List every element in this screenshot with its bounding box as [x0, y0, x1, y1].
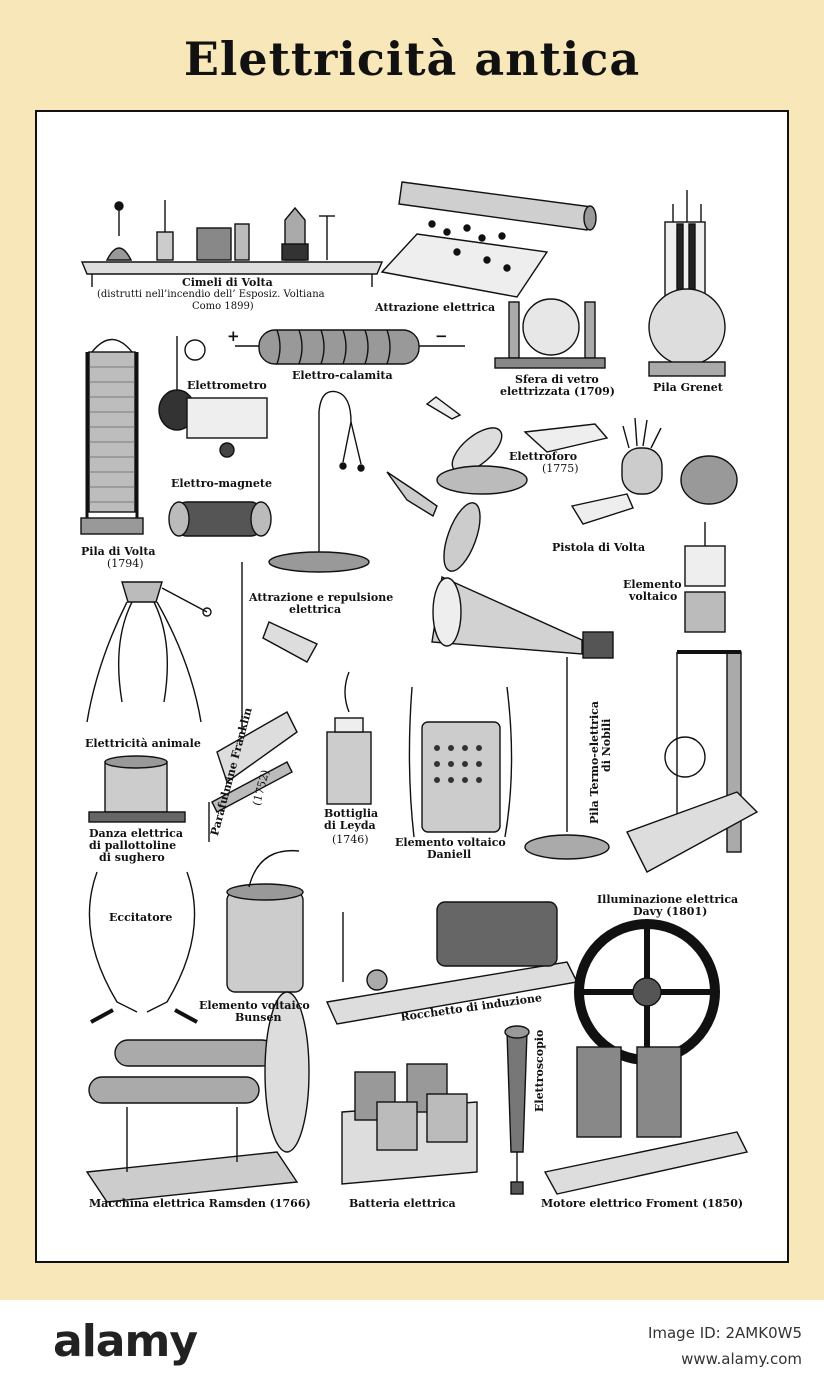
label-elettricita-animale: Elettricità animale: [85, 737, 201, 750]
label-attr-repulsione-2: elettrica: [289, 603, 342, 616]
pistola-di-volta-drawing: [570, 417, 738, 525]
label-sfera-2: elettrizzata (1709): [500, 385, 615, 398]
label-elemento-voltaico-2: voltaico: [629, 590, 678, 603]
illustration-frame: Cimeli di Volta (distrutti nell’incendio…: [35, 110, 789, 1263]
sfera-di-vetro-drawing: [494, 298, 606, 369]
label-plus: +: [227, 327, 240, 345]
rocchetto-drawing: [325, 901, 579, 1025]
label-bottiglia-2: di Leyda: [324, 819, 376, 832]
label-pila-volta-1: Pila di Volta: [81, 545, 156, 558]
elettro-magnete-drawing: [168, 501, 272, 537]
pila-termo-elettrica-drawing: [431, 502, 614, 860]
label-eccitatore: Eccitatore: [109, 911, 173, 924]
label-elettro-magnete: Elettro-magnete: [171, 477, 272, 490]
label-danza-3: di sughero: [99, 851, 165, 864]
label-bunsen-2: Bunsen: [235, 1011, 282, 1024]
attrazione-repulsione-drawing: [268, 390, 438, 573]
label-elettrometro: Elettrometro: [187, 379, 267, 392]
label-attrazione-elettrica: Attrazione elettrica: [375, 301, 496, 314]
illuminazione-davy-drawing: [626, 650, 759, 873]
label-elettro-calamita: Elettro-calamita: [292, 369, 393, 382]
label-cimeli-title: Cimeli di Volta: [182, 276, 273, 289]
elettroforo-drawing: [425, 396, 609, 495]
label-illuminazione-1: Illuminazione elettrica: [597, 893, 739, 906]
image-id-text: Image ID: 2AMK0W5 www.alamy.com: [648, 1320, 802, 1372]
label-daniell-1: Elemento voltaico: [395, 836, 506, 849]
label-pila-termo-2: di Nobili: [600, 718, 613, 772]
label-attr-repulsione-1: Attrazione e repulsione: [249, 591, 394, 604]
attrazione-elettrica-drawing: [380, 181, 597, 298]
label-danza-2: di pallottoline: [89, 839, 177, 852]
ramsden-drawing: [85, 991, 310, 1203]
elettro-calamita-drawing: [235, 329, 465, 365]
pila-di-volta-drawing: [80, 338, 144, 535]
elettrometro-drawing: [158, 336, 268, 458]
pila-grenet-drawing: [648, 190, 726, 377]
daniell-drawing: [408, 686, 513, 838]
cimeli-di-volta-drawing: [80, 200, 384, 287]
label-pistola-volta: Pistola di Volta: [552, 541, 646, 554]
label-daniell-2: Daniell: [427, 848, 472, 861]
label-batteria: Batteria elettrica: [349, 1197, 456, 1210]
eccitatore-drawing: [88, 871, 198, 1024]
bunsen-drawing: [226, 849, 304, 993]
label-illuminazione-2: Davy (1801): [633, 905, 708, 918]
elettricita-animale-drawing: [86, 581, 212, 723]
label-pila-grenet: Pila Grenet: [653, 381, 723, 394]
label-bottiglia-3: (1746): [332, 833, 369, 846]
site-url: www.alamy.com: [681, 1350, 802, 1368]
label-minus: −: [435, 327, 448, 345]
label-cimeli-sub1: (distrutti nell’incendio dell’ Esposiz. …: [97, 289, 325, 300]
page-title: Elettricità antica: [183, 32, 641, 86]
elemento-voltaico-drawing: [684, 522, 726, 633]
elettroscopio-drawing: [504, 1025, 530, 1195]
engraving-drawings: [80, 181, 759, 1203]
label-bunsen-1: Elemento voltaico: [199, 999, 310, 1012]
parafulmine-drawing: [208, 562, 298, 842]
label-pila-volta-2: (1794): [107, 557, 144, 570]
label-ramsden: Macchina elettrica Ramsden (1766): [89, 1197, 311, 1210]
label-sfera-1: Sfera di vetro: [515, 373, 599, 386]
label-bottiglia-1: Bottiglia: [324, 807, 379, 820]
motore-froment-drawing: [543, 919, 749, 1195]
label-cimeli-sub2: Como 1899): [192, 301, 254, 312]
label-elemento-voltaico-1: Elemento: [623, 578, 682, 591]
alamy-logo: alamy: [53, 1316, 198, 1367]
image-id: Image ID: 2AMK0W5: [647, 1324, 802, 1342]
label-danza-1: Danza elettrica: [89, 827, 184, 840]
danza-elettrica-drawing: [88, 755, 186, 823]
batteria-drawing: [341, 1063, 478, 1185]
label-froment: Motore elettrico Froment (1850): [541, 1197, 744, 1210]
bottiglia-leyda-drawing: [262, 621, 372, 805]
label-elettroforo-2: (1775): [542, 462, 579, 475]
label-elettroforo-1: Elettroforo: [509, 450, 578, 463]
label-elettroscopio: Elettroscopio: [533, 1029, 546, 1112]
footer-bar: [0, 1300, 824, 1390]
